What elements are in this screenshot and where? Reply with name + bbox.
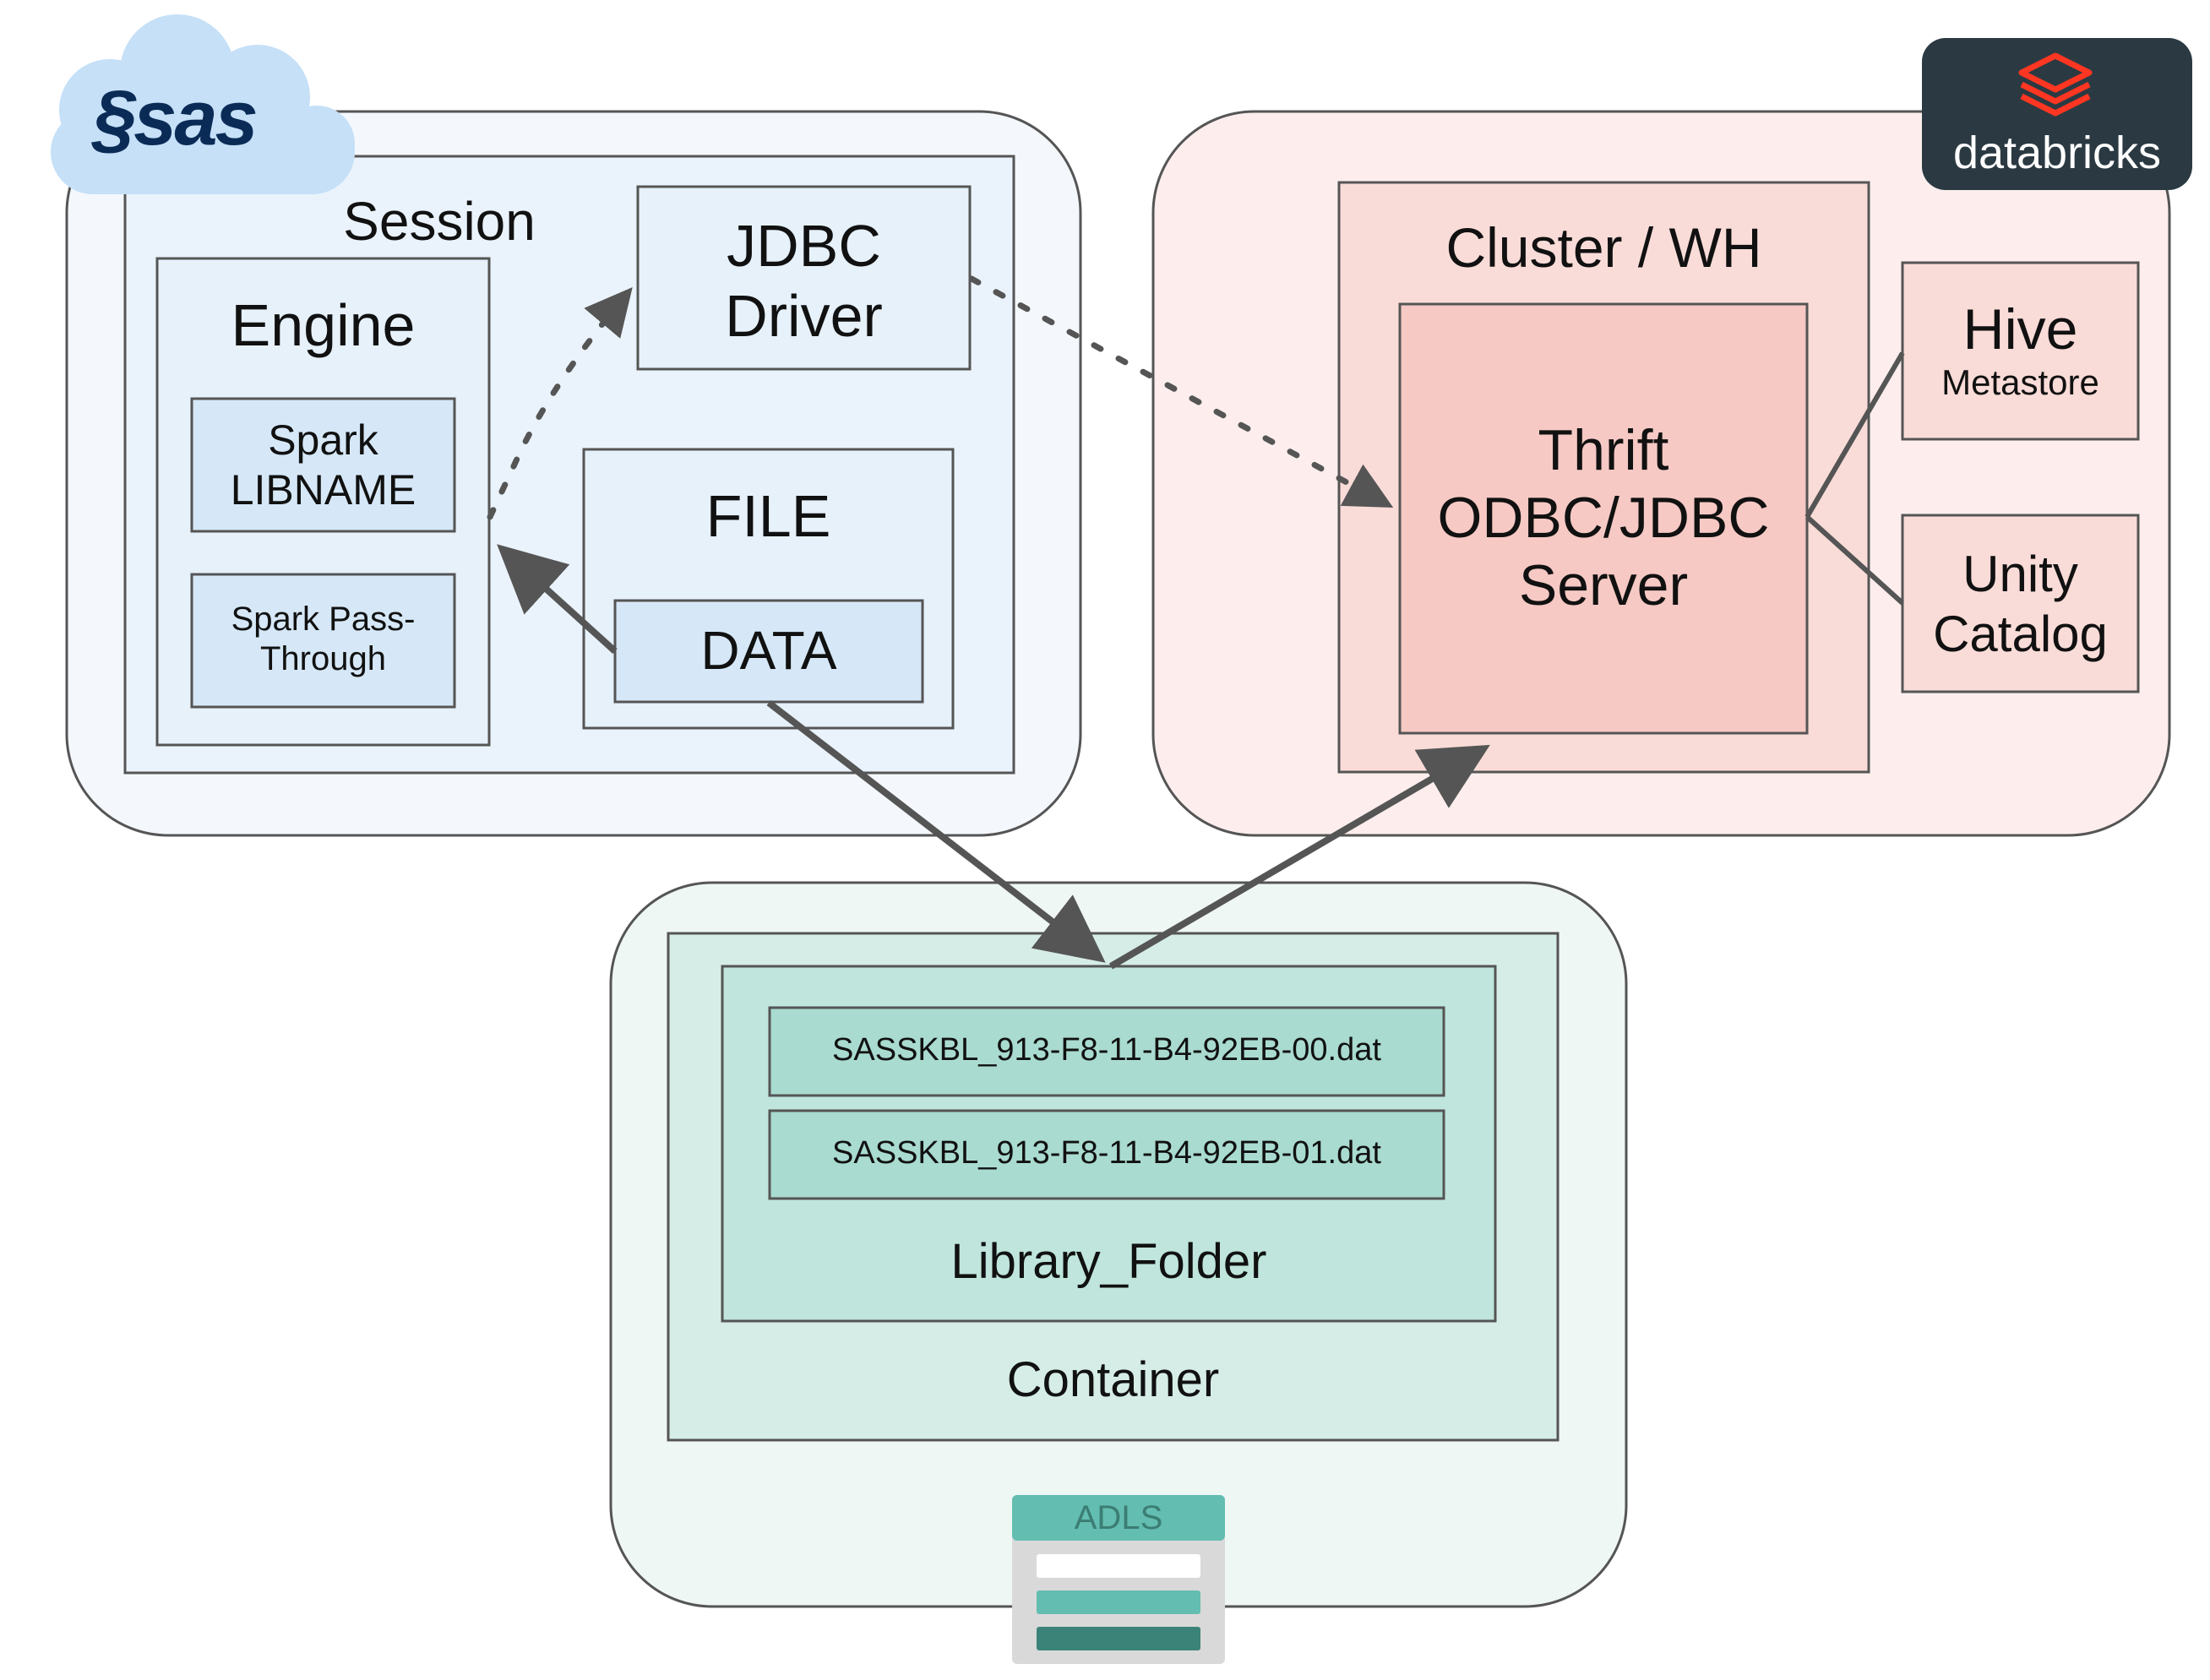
adls-storage-icon (1012, 1495, 1225, 1664)
file-01-label: SASSKBL_913-F8-11-B4-92EB-01.dat (832, 1135, 1381, 1171)
thrift-to-unity-line (1804, 514, 1905, 606)
unity-catalog-label: Unity Catalog (1933, 546, 2108, 662)
file-00-box[interactable] (768, 1006, 1445, 1097)
spark-passthrough-box[interactable] (190, 573, 456, 709)
adls-icon-label: ADLS (1074, 1499, 1163, 1536)
library-to-thrift-arrow (1108, 744, 1490, 970)
adls-region (609, 881, 1628, 1608)
hive-label: Hive (1962, 297, 2078, 362)
spark-libname-box[interactable] (190, 397, 456, 533)
hive-metastore-box[interactable] (1901, 261, 2140, 441)
spark-libname-label: Spark LIBNAME (230, 416, 416, 514)
jdbc-to-thrift-arrow (968, 275, 1394, 508)
thrift-server-box[interactable] (1398, 302, 1809, 735)
file-00-label: SASSKBL_913-F8-11-B4-92EB-00.dat (832, 1032, 1381, 1068)
engine-label: Engine (231, 292, 416, 358)
thrift-server-label: Thrift ODBC/JDBC Server (1437, 418, 1770, 618)
unity-catalog-box[interactable] (1901, 514, 2140, 693)
sas-s-mark-icon: § (93, 75, 136, 161)
spark-passthrough-label: Spark Pass-Through (231, 601, 416, 678)
container-label: Container (1006, 1352, 1220, 1407)
data-label: DATA (700, 620, 837, 681)
sas-region (65, 110, 1082, 837)
databricks-logo-text: databricks (1952, 128, 2162, 178)
hive-sublabel: Metastore (1941, 362, 2099, 402)
connectors (487, 275, 1905, 970)
thrift-to-hive-line (1804, 351, 1905, 519)
data-to-library-arrow (766, 699, 1106, 963)
databricks-region (1151, 110, 2171, 837)
databricks-layers-icon (2018, 52, 2093, 117)
databricks-logo (1922, 38, 2192, 190)
sas-cloud-logo (51, 14, 355, 194)
jdbc-driver-label: JDBC Driver (725, 213, 883, 349)
cluster-label: Cluster / WH (1445, 216, 1762, 279)
file-01-box[interactable] (768, 1109, 1445, 1200)
library-folder-label: Library_Folder (950, 1234, 1267, 1289)
data-to-engine-arrow (497, 544, 618, 654)
data-box[interactable] (613, 599, 924, 704)
file-label: FILE (705, 483, 831, 549)
jdbc-driver-box[interactable] (636, 185, 972, 371)
session-label: Session (343, 191, 536, 252)
sas-logo-text: §sas (93, 75, 259, 161)
